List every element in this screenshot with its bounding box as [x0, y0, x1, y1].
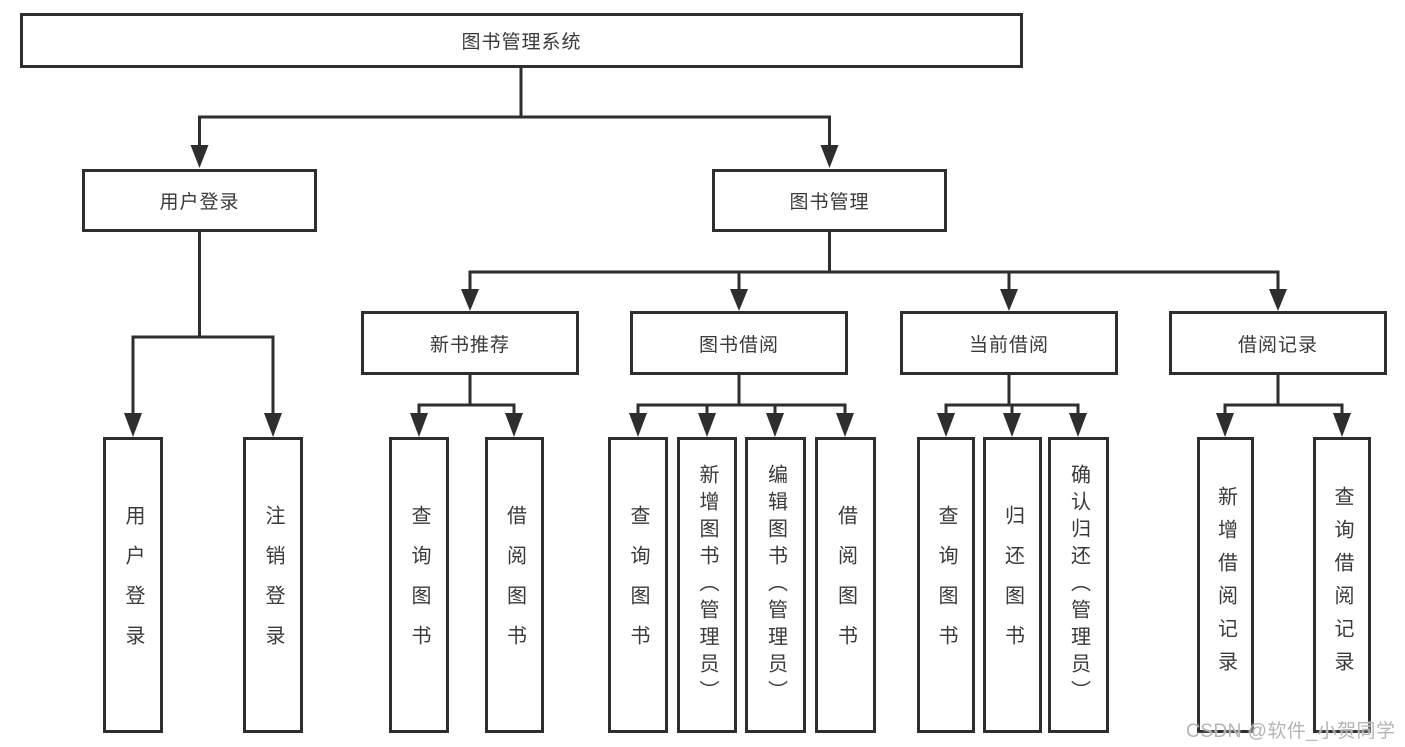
- leaf-query-books: 查询图书: [608, 437, 668, 733]
- leaf-label: 新增图书（管理员）: [696, 463, 718, 707]
- leaf-label: 查询借阅记录: [1331, 486, 1353, 684]
- leaf-logout: 注销登录: [243, 437, 303, 733]
- leaf-label: 查询图书: [935, 505, 957, 665]
- leaf-add-books-admin: 新增图书（管理员）: [677, 437, 737, 733]
- leaf-query-books: 查询图书: [917, 437, 975, 733]
- connector-records-leaves: [1223, 375, 1344, 415]
- node-new-book-recommend: 新书推荐: [361, 311, 579, 375]
- connector-current-leaves: [944, 375, 1080, 415]
- connector-borrow-leaves: [636, 375, 847, 415]
- arrow-down-icon: [124, 413, 142, 437]
- node-root-system: 图书管理系统: [20, 13, 1023, 68]
- arrow-down-icon: [264, 413, 282, 437]
- node-book-borrow: 图书借阅: [630, 311, 848, 375]
- leaf-label: 确认归还（管理员）: [1067, 463, 1090, 707]
- arrowheads: [124, 145, 1351, 437]
- node-borrow-records: 借阅记录: [1169, 311, 1387, 375]
- leaf-confirm-return-admin: 确认归还（管理员）: [1048, 437, 1109, 733]
- leaf-borrow-books: 借阅图书: [485, 437, 544, 733]
- arrow-down-icon: [461, 289, 479, 311]
- leaf-borrow-books: 借阅图书: [815, 437, 876, 733]
- leaf-return-books: 归还图书: [983, 437, 1042, 733]
- arrow-down-icon: [190, 145, 209, 168]
- node-user-login: 用户登录: [82, 169, 317, 232]
- leaf-label: 借阅图书: [834, 505, 857, 665]
- leaf-label: 查询图书: [408, 505, 430, 665]
- node-label: 新书推荐: [429, 334, 510, 356]
- arrow-down-icon: [836, 413, 854, 437]
- arrow-down-icon: [698, 413, 716, 437]
- connector-mgmt-to-level3: [468, 232, 1280, 291]
- leaf-edit-books-admin: 编辑图书（管理员）: [745, 437, 806, 733]
- arrow-down-icon: [1269, 289, 1287, 311]
- node-label: 图书管理: [789, 192, 870, 213]
- arrow-down-icon: [1000, 289, 1018, 311]
- leaf-query-books: 查询图书: [389, 437, 449, 733]
- arrow-down-icon: [937, 413, 955, 437]
- leaf-label: 新增借阅记录: [1214, 486, 1237, 684]
- connector-login-leaves: [131, 232, 275, 415]
- leaf-user-login: 用户登录: [103, 437, 163, 733]
- node-current-borrow: 当前借阅: [900, 311, 1118, 375]
- connector-recommend-leaves: [417, 375, 516, 415]
- leaf-add-borrow-record: 新增借阅记录: [1197, 437, 1254, 733]
- node-label: 用户登录: [159, 192, 240, 213]
- arrow-down-icon: [410, 413, 428, 437]
- leaf-label: 编辑图书（管理员）: [764, 463, 787, 707]
- node-label: 当前借阅: [968, 334, 1049, 356]
- arrow-down-icon: [820, 145, 839, 168]
- leaf-label: 注销登录: [262, 505, 284, 665]
- arrow-down-icon: [1069, 413, 1087, 437]
- arrow-down-icon: [1003, 413, 1021, 437]
- leaf-query-borrow-record: 查询借阅记录: [1313, 437, 1371, 733]
- connector-root-to-level2: [198, 68, 831, 146]
- leaf-label: 查询图书: [627, 505, 649, 665]
- arrow-down-icon: [1216, 413, 1234, 437]
- node-book-management: 图书管理: [712, 169, 947, 232]
- watermark-text: CSDN @软件_小贺同学: [1186, 721, 1396, 742]
- node-label: 图书管理系统: [461, 32, 582, 53]
- arrow-down-icon: [505, 413, 523, 437]
- arrow-down-icon: [629, 413, 647, 437]
- node-label: 图书借阅: [698, 334, 779, 356]
- leaf-label: 借阅图书: [503, 505, 526, 665]
- node-label: 借阅记录: [1237, 334, 1318, 356]
- arrow-down-icon: [766, 413, 784, 437]
- arrow-down-icon: [1333, 413, 1351, 437]
- leaf-label: 用户登录: [122, 505, 144, 665]
- arrow-down-icon: [730, 289, 748, 311]
- leaf-label: 归还图书: [1001, 505, 1024, 665]
